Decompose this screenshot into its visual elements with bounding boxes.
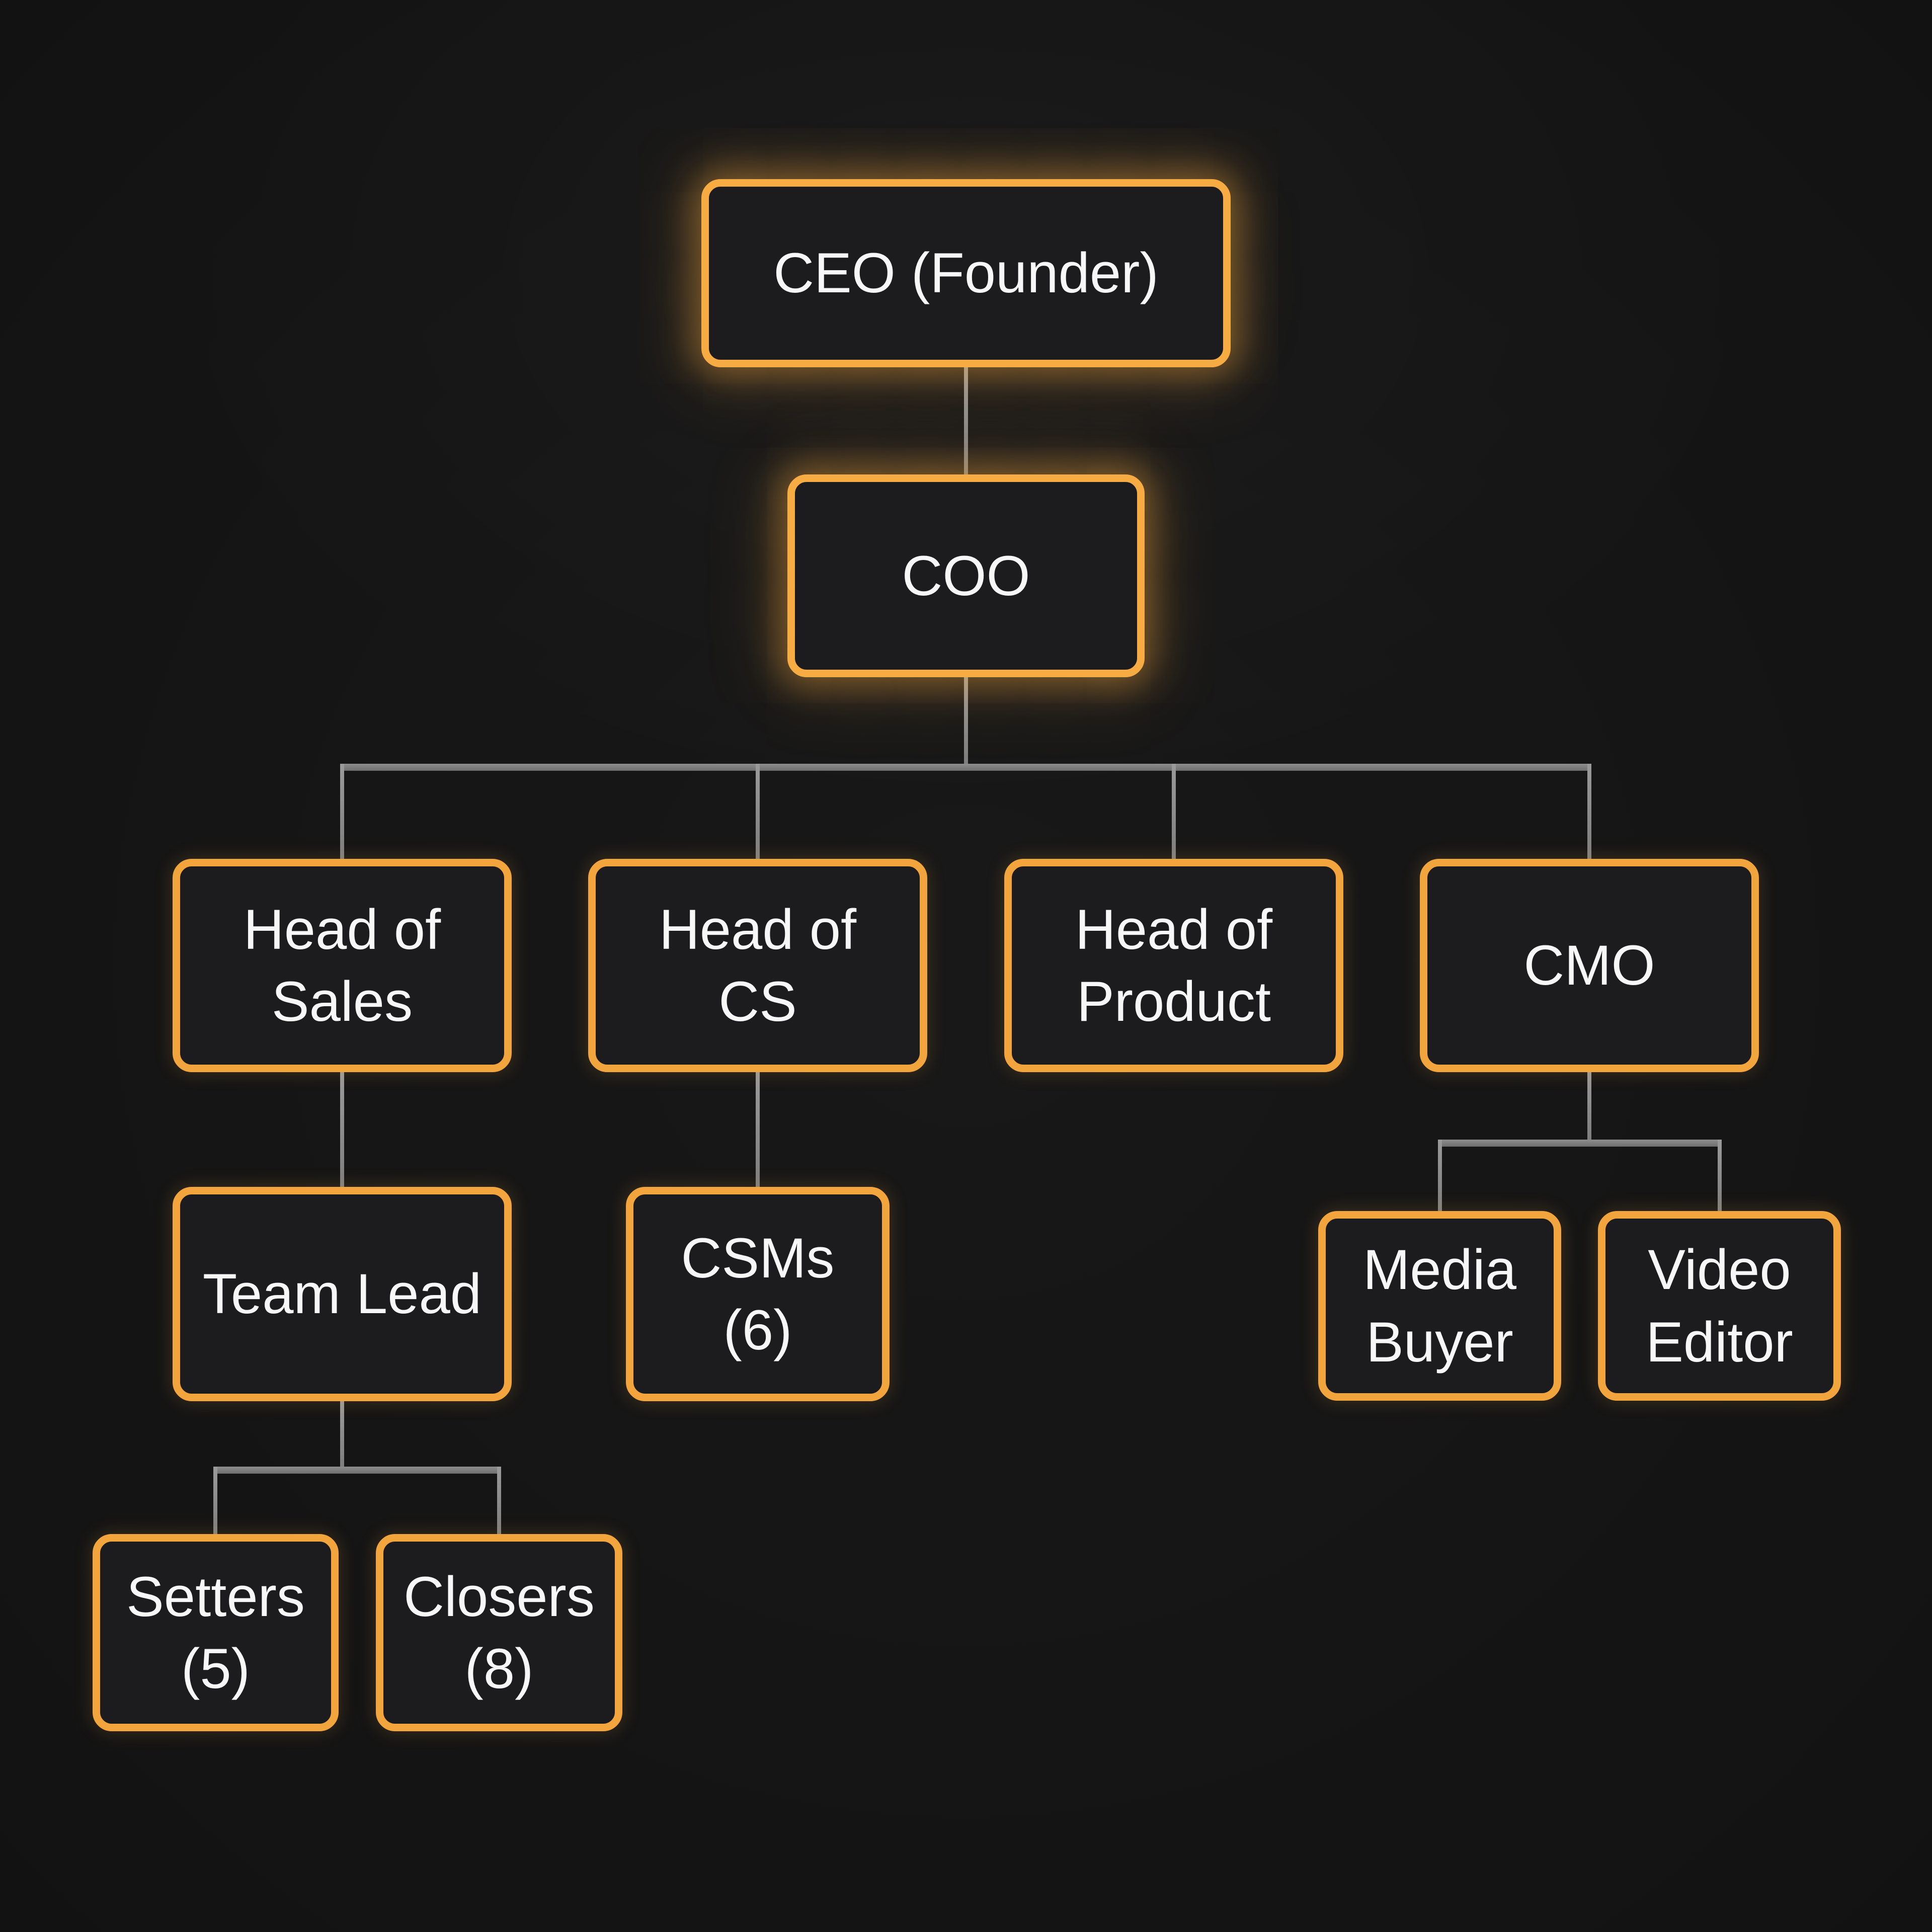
org-node-media-buyer-label: Media Buyer [1362, 1238, 1517, 1374]
org-node-ceo: CEO (Founder) [701, 179, 1231, 367]
connector-team-lead-trunk [340, 1401, 344, 1467]
connector-drop-head-of-product [1172, 764, 1176, 859]
org-node-closers-label: Closers (8) [404, 1565, 595, 1700]
org-node-video-editor-label: Video Editor [1646, 1238, 1793, 1374]
org-node-team-lead: Team Lead [173, 1187, 512, 1401]
connector-cs-csms [756, 1072, 760, 1187]
org-node-head-of-product: Head of Product [1004, 859, 1343, 1072]
org-node-head-of-cs-label: Head of CS [659, 898, 857, 1033]
org-node-coo-label: COO [902, 544, 1030, 607]
connector-marketing-horizontal [1438, 1140, 1722, 1147]
org-node-setters: Setters (5) [93, 1534, 339, 1731]
org-node-team-lead-label: Team Lead [202, 1262, 482, 1326]
org-node-head-of-cs: Head of CS [588, 859, 927, 1072]
org-node-video-editor: Video Editor [1598, 1211, 1841, 1401]
org-node-coo: COO [787, 474, 1145, 677]
connector-drop-cmo [1587, 764, 1591, 859]
connector-coo-trunk [964, 677, 968, 764]
connector-drop-closers [497, 1467, 501, 1534]
connector-ceo-coo [964, 367, 968, 474]
connector-drop-head-of-cs [756, 764, 760, 859]
connector-sales-team-lead [340, 1072, 344, 1187]
connector-drop-setters [213, 1467, 217, 1534]
org-node-ceo-label: CEO (Founder) [773, 242, 1159, 305]
connector-drop-media-buyer [1438, 1140, 1442, 1211]
org-node-cmo: CMO [1420, 859, 1759, 1072]
org-node-setters-label: Setters (5) [126, 1565, 305, 1700]
org-node-head-of-sales-label: Head of Sales [243, 898, 441, 1033]
connector-drop-video-editor [1718, 1140, 1722, 1211]
org-node-csms-label: CSMs (6) [681, 1226, 835, 1361]
org-node-closers: Closers (8) [376, 1534, 622, 1731]
connector-cmo-trunk [1587, 1072, 1591, 1140]
org-node-head-of-product-label: Head of Product [1075, 898, 1273, 1033]
connector-sales-horizontal [213, 1467, 501, 1474]
org-node-csms: CSMs (6) [626, 1187, 890, 1401]
connector-drop-head-of-sales [340, 764, 344, 859]
connector-level3-horizontal [340, 764, 1591, 771]
org-node-media-buyer: Media Buyer [1318, 1211, 1561, 1401]
org-node-head-of-sales: Head of Sales [173, 859, 512, 1072]
org-node-cmo-label: CMO [1523, 934, 1655, 997]
